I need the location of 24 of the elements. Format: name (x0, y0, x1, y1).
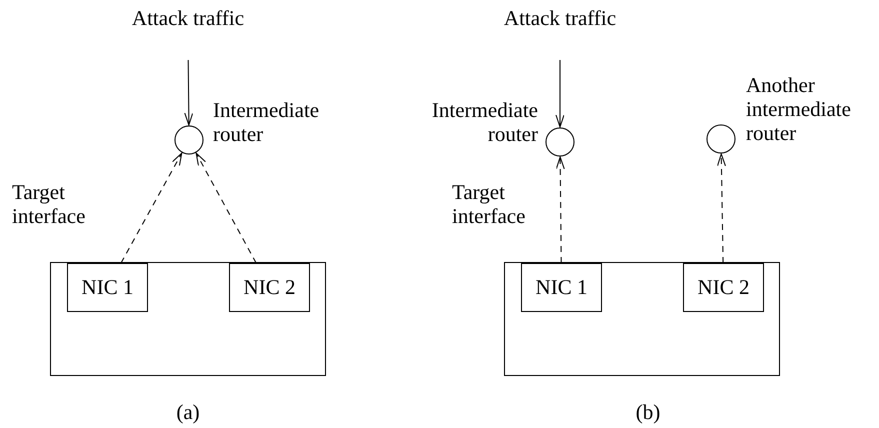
host-box (504, 262, 780, 376)
interface-box: NIC 1 (67, 263, 148, 312)
interface-box: NIC 2 (683, 263, 764, 312)
router-circle (174, 125, 204, 155)
traffic-label: Attack traffic (500, 6, 620, 58)
host-box (50, 262, 326, 376)
interface-box: NIC 1 (521, 263, 602, 312)
traffic-label: Attack traffic (128, 6, 248, 58)
router-label: Intermediate router (213, 98, 320, 146)
edge-label: Target interface (452, 180, 526, 228)
router-label: Another intermediate router (746, 73, 852, 145)
edge-label: Target interface (12, 180, 86, 228)
arrow (716, 154, 726, 264)
router-label: Intermediate router (430, 98, 538, 146)
router-circle (545, 127, 575, 157)
interface-box: NIC 2 (229, 263, 310, 312)
arrow (196, 152, 257, 264)
arrow (184, 60, 194, 126)
arrow (556, 156, 565, 264)
panel-caption: (b) (634, 400, 662, 424)
arrow (120, 152, 182, 264)
panel-caption: (a) (175, 400, 201, 424)
arrow (556, 60, 564, 128)
router-circle (706, 124, 736, 154)
